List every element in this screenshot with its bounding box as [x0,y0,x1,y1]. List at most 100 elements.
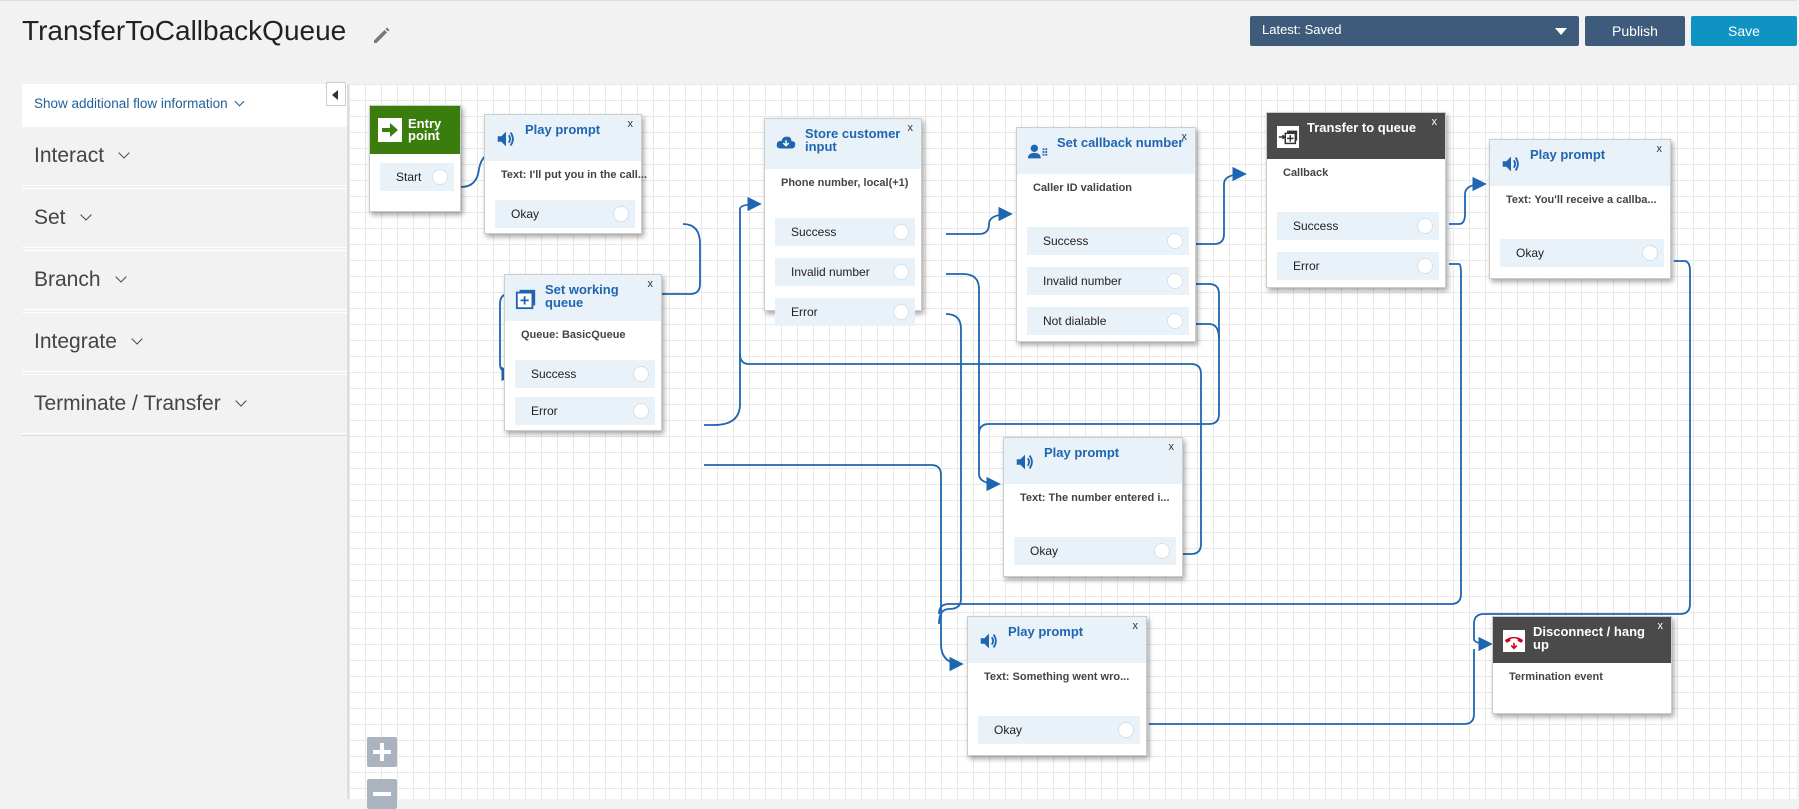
block-title: Transfer to queue [1307,120,1417,135]
sidebar-category-set[interactable]: Set [22,188,347,248]
block-description: Termination event [1509,671,1603,683]
output-port[interactable] [613,206,629,222]
close-icon[interactable]: x [1657,620,1664,632]
close-icon[interactable]: x [907,122,914,134]
close-icon[interactable]: x [1656,143,1663,155]
chevron-down-icon [131,333,143,345]
block-description: Text: The number entered i... [1020,492,1170,504]
cloud-input-icon [776,136,796,149]
save-button[interactable]: Save [1691,16,1797,46]
wire-store-invalid-to-play3 [946,273,1001,492]
block-description: Callback [1283,167,1329,179]
block-description: Text: Something went wro... [984,671,1130,683]
branch-okay: Okay [495,200,635,228]
branch-label: Okay [1516,246,1545,260]
branch-label: Invalid number [1043,274,1122,288]
branch-success: Success [775,218,915,246]
version-dropdown[interactable]: Latest: Saved [1250,16,1579,46]
block-title: Set working queue [545,282,619,310]
set-working-queue-block[interactable]: Set working queue x Queue: BasicQueue Su… [504,274,662,431]
play-prompt-block[interactable]: Play prompt x Text: I'll put you in the … [484,114,648,234]
set-callback-number-block[interactable]: Set callback number x Caller ID validati… [1016,127,1196,342]
play-prompt-block[interactable]: Play prompt x Text: Something went wro..… [967,616,1147,756]
block-title: Store customer input [805,126,901,154]
close-icon[interactable]: x [627,118,634,130]
block-header: Set working queue [505,275,661,321]
transfer-icon [1277,126,1299,148]
publish-button[interactable]: Publish [1585,16,1685,46]
output-port[interactable] [633,403,649,419]
branch-success: Success [1277,212,1439,240]
block-title: Play prompt [1530,147,1606,162]
block-title: Play prompt [1044,445,1120,460]
block-header: Set callback number [1017,128,1195,174]
wire-working-queue-success-to-store-input [704,196,762,426]
close-icon[interactable]: x [1431,116,1438,128]
wire-callback-success-to-transfer [1196,166,1247,245]
output-port[interactable] [893,264,909,280]
category-label: Interact [34,144,105,167]
output-port[interactable] [1417,258,1433,274]
branch-invalid-number: Invalid number [775,258,915,286]
block-description: Text: I'll put you in the call... [501,169,648,181]
branch-label: Success [1043,234,1089,248]
top-bar: TransferToCallbackQueue Latest: Saved Pu… [0,0,1797,70]
version-label: Latest: Saved [1262,22,1342,37]
output-port[interactable] [1167,313,1183,329]
wire-play2-okay-to-disconnect [1473,260,1691,652]
play-prompt-block[interactable]: Play prompt x Text: The number entered i… [1003,437,1183,577]
block-header: Play prompt [1004,438,1182,484]
arrow-right-icon [378,118,402,142]
transfer-to-queue-block[interactable]: Transfer to queue x Callback Success Err… [1266,112,1446,288]
close-icon[interactable]: x [1132,620,1139,632]
block-library-sidebar: Show additional flow information Interac… [22,84,347,799]
queue-add-icon [515,289,536,310]
zoom-out-icon[interactable] [367,779,397,809]
block-description: Caller ID validation [1033,182,1133,194]
output-port[interactable] [893,224,909,240]
store-customer-input-block[interactable]: Store customer input x Phone number, loc… [764,118,922,326]
block-description: Queue: BasicQueue [521,329,626,341]
output-port[interactable] [1167,233,1183,249]
output-port[interactable] [1417,218,1433,234]
branch-label: Error [531,404,558,418]
sidebar-category-interact[interactable]: Interact [22,126,347,186]
branch-okay: Okay [1500,239,1664,267]
flow-title: TransferToCallbackQueue [22,15,347,46]
close-icon[interactable]: x [1168,441,1175,453]
wire-store-error-to-play4 [938,313,962,625]
flow-canvas[interactable]: Entry point Start Play prompt x Text: I'… [347,84,1797,809]
branch-label: Start [396,170,422,184]
close-icon[interactable]: x [1181,131,1188,143]
entry-point-title: Entry point [408,116,442,143]
pencil-icon[interactable] [370,23,394,47]
speaker-icon [980,633,997,649]
branch-invalid-number: Invalid number [1027,267,1189,295]
entry-point-header: Entry point [370,106,460,154]
output-port[interactable] [633,366,649,382]
wire-callback-notdialable-to-working [1196,323,1220,340]
disconnect-block[interactable]: Disconnect / hang up x Termination event [1492,616,1672,714]
sidebar-category-integrate[interactable]: Integrate [22,312,347,372]
play-prompt-block[interactable]: Play prompt x Text: You'll receive a cal… [1489,139,1671,279]
block-header: Play prompt [968,617,1146,663]
output-port[interactable] [1642,245,1658,261]
zoom-in-icon[interactable] [367,737,397,767]
sidebar-category-terminate-transfer[interactable]: Terminate / Transfer [22,374,347,434]
output-port[interactable] [1167,273,1183,289]
output-port[interactable] [1154,543,1170,559]
show-flow-info-toggle[interactable]: Show additional flow information [22,84,347,126]
close-icon[interactable]: x [647,278,654,290]
block-description: Text: You'll receive a callba... [1506,194,1657,206]
collapse-sidebar-button[interactable] [326,82,346,106]
chevron-down-icon [1555,28,1567,35]
output-port[interactable] [432,169,448,185]
entry-point-block[interactable]: Entry point Start [369,105,461,212]
output-port[interactable] [893,304,909,320]
chevron-down-icon [79,209,92,221]
block-header: Play prompt [485,115,641,161]
category-label: Terminate / Transfer [34,392,221,415]
output-port[interactable] [1118,722,1134,738]
branch-okay: Okay [978,716,1140,744]
sidebar-category-branch[interactable]: Branch [22,250,347,310]
